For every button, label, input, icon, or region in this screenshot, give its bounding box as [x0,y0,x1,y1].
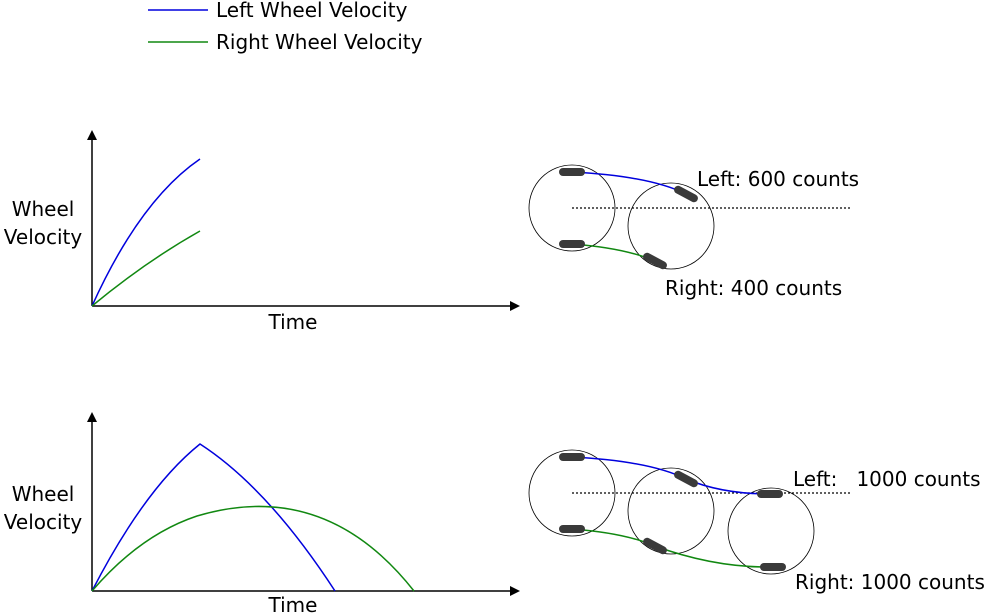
right-wheel-velocity-curve [91,505,415,592]
right-wheel-end [643,252,667,270]
x-axis-label: Time [268,593,318,614]
legend-right-label: Right Wheel Velocity [216,30,423,54]
velocity-chart-1: Wheel Velocity Time [4,130,520,334]
left-wheel-start [559,168,585,176]
legend-left-label: Left Wheel Velocity [216,0,408,22]
left-wheel-start [559,453,585,461]
left-wheel-end [674,185,698,203]
left-wheel-end [757,490,783,498]
right-wheel-end [760,563,786,571]
y-axis-label-line2: Velocity [4,510,83,534]
left-wheel-velocity-curve [91,158,201,307]
robot-end-outline [627,182,715,270]
y-axis-label-line1: Wheel [12,482,75,506]
x-axis-label: Time [268,310,318,334]
left-counts-label: Left: 600 counts [697,167,859,191]
right-wheel-path [571,528,774,568]
y-axis-label-line2: Velocity [4,225,83,249]
y-axis-label-line1: Wheel [12,197,75,221]
robot-path-scenario-2: Left: 1000 counts Right: 1000 counts [528,449,985,594]
legend: Left Wheel Velocity Right Wheel Velocity [148,0,423,54]
left-wheel-mid [674,470,698,488]
robot-start-outline [528,164,616,252]
left-counts-label: Left: 1000 counts [793,467,981,491]
left-wheel-path [571,456,771,495]
robot-path-scenario-1: Left: 600 counts Right: 400 counts [528,164,859,300]
left-wheel-velocity-curve [91,443,336,592]
right-counts-label: Right: 400 counts [665,276,842,300]
robot-end-outline [727,487,815,575]
right-wheel-mid [643,537,667,555]
right-wheel-start [559,240,585,248]
right-wheel-velocity-curve [91,230,201,307]
robot-mid-outline [627,467,715,555]
right-wheel-start [559,525,585,533]
velocity-chart-2: Wheel Velocity Time [4,412,520,614]
robot-start-outline [528,449,616,537]
right-counts-label: Right: 1000 counts [795,570,985,594]
